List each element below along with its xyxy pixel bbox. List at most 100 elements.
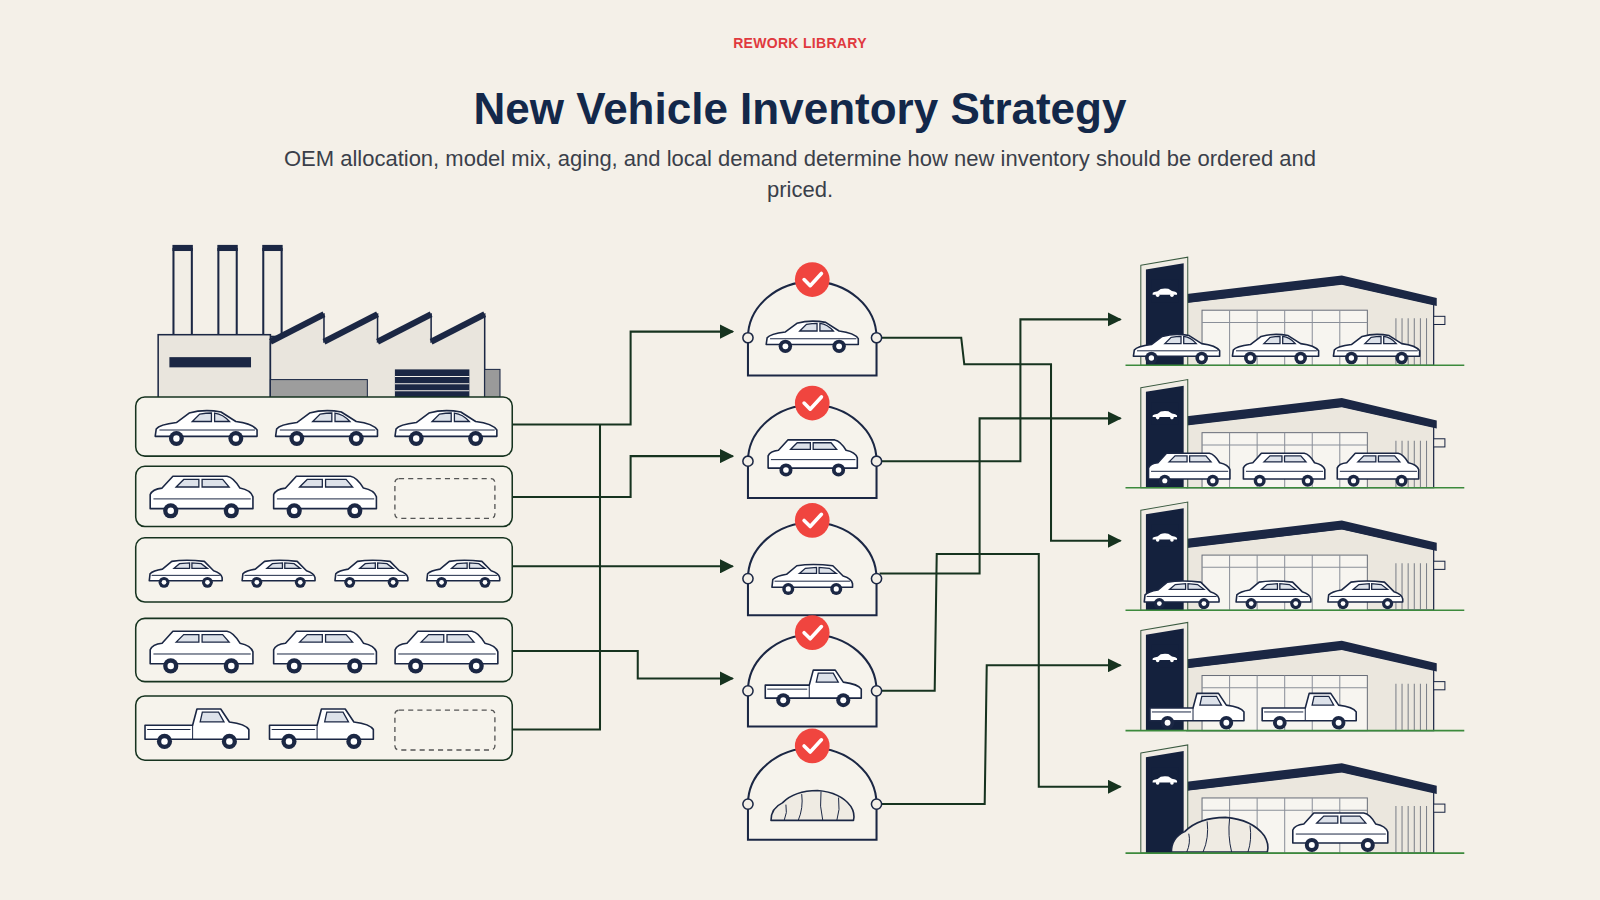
car-icon — [771, 791, 854, 821]
car-hub — [162, 580, 167, 585]
car-window — [200, 712, 224, 722]
car-hub — [228, 663, 234, 669]
car-wheel — [281, 734, 296, 749]
dealer-canopy — [1434, 561, 1445, 569]
car-line — [153, 654, 250, 655]
car-wheel — [1332, 716, 1346, 730]
allocation-rows — [136, 397, 513, 760]
dealer-canopy — [1434, 439, 1445, 447]
car-body — [1232, 334, 1318, 356]
car-wheel — [408, 658, 423, 673]
car-window — [816, 673, 838, 682]
empty-slot — [395, 479, 495, 519]
car-window — [267, 563, 283, 568]
car-wheel — [1161, 716, 1175, 730]
glass-transom — [1202, 810, 1367, 811]
car-line — [1193, 708, 1194, 721]
car-hub — [1399, 355, 1404, 360]
wall-stripe — [1414, 563, 1415, 610]
car-wheel — [1159, 475, 1171, 487]
car-hub — [1248, 355, 1253, 360]
car-line — [152, 575, 220, 576]
car-window — [313, 413, 332, 421]
car-hub — [1149, 355, 1154, 360]
car-line — [820, 791, 822, 820]
title: New Vehicle Inventory Strategy — [474, 83, 1127, 135]
car-window — [1264, 336, 1280, 343]
car-window — [326, 479, 353, 487]
car-icon — [150, 631, 253, 673]
car-window — [819, 567, 836, 573]
car-hub — [1351, 478, 1356, 483]
car-hub — [294, 435, 300, 441]
pylon-wheel — [1156, 538, 1160, 542]
car-line — [1330, 596, 1400, 597]
car-body — [395, 631, 498, 663]
car-body — [1337, 453, 1418, 479]
car-wheel — [836, 693, 850, 707]
car-icon — [395, 631, 498, 673]
car-window — [1312, 696, 1334, 705]
car-window — [813, 443, 836, 450]
header: REWORK LIBRARY New Vehicle Inventory Stra… — [0, 0, 1600, 205]
car-window — [1384, 336, 1397, 343]
chimney — [263, 249, 281, 337]
car-icon — [765, 670, 861, 707]
car-window — [1372, 584, 1388, 590]
flow-arrow — [512, 332, 732, 425]
car-hub — [286, 738, 292, 744]
car-line — [1305, 708, 1306, 721]
car-wheel — [436, 577, 447, 588]
check-mark — [804, 514, 821, 526]
wall-stripe — [1408, 806, 1409, 853]
factory — [158, 245, 500, 398]
car-line — [1246, 471, 1323, 472]
flow-arrow — [880, 665, 1121, 804]
library-label: REWORK LIBRARY — [733, 34, 867, 52]
empty-slot — [395, 710, 495, 750]
car-hub — [840, 697, 846, 703]
wall-stripe — [1420, 684, 1421, 731]
pylon-wheel — [1170, 293, 1174, 297]
car-wheel — [222, 734, 237, 749]
car-hub — [413, 435, 419, 441]
wall-stripe — [1395, 806, 1396, 853]
pylon-car — [1153, 654, 1177, 662]
car-window — [454, 413, 469, 421]
pylon-sign — [1151, 645, 1179, 667]
glass-mullion — [1257, 310, 1258, 365]
car-wheel — [468, 431, 483, 446]
merge-line — [512, 424, 600, 729]
car-wheel — [1244, 352, 1257, 365]
car-hub — [836, 467, 842, 473]
dealer-glass — [1202, 310, 1367, 365]
car-hub — [1341, 601, 1346, 606]
car-window — [1188, 584, 1204, 590]
car-hub — [167, 663, 173, 669]
car-icon — [766, 321, 858, 353]
car-line — [272, 729, 315, 730]
port-dot — [743, 573, 753, 583]
car-window — [1317, 816, 1338, 823]
car-window — [176, 635, 199, 643]
car-wheel — [163, 503, 178, 518]
pylon-wheel — [1156, 781, 1160, 785]
car-icon — [1148, 453, 1229, 486]
car-line — [1264, 711, 1303, 712]
car-wheel — [159, 577, 170, 588]
pylon-car — [1153, 776, 1177, 784]
car-body — [274, 631, 377, 663]
car-window — [215, 413, 230, 421]
allocation-row — [136, 466, 513, 526]
car-wheel — [1337, 598, 1348, 609]
dealer-glass — [1202, 555, 1367, 610]
glass-transom — [1202, 322, 1367, 323]
staging-arches — [743, 262, 882, 840]
ground-line — [1126, 487, 1465, 489]
port-dot — [871, 333, 881, 343]
roof-slope — [324, 314, 378, 342]
car-hub — [1165, 720, 1171, 726]
car-body — [1133, 334, 1219, 356]
port-dot — [743, 686, 753, 696]
car-hub — [233, 435, 239, 441]
